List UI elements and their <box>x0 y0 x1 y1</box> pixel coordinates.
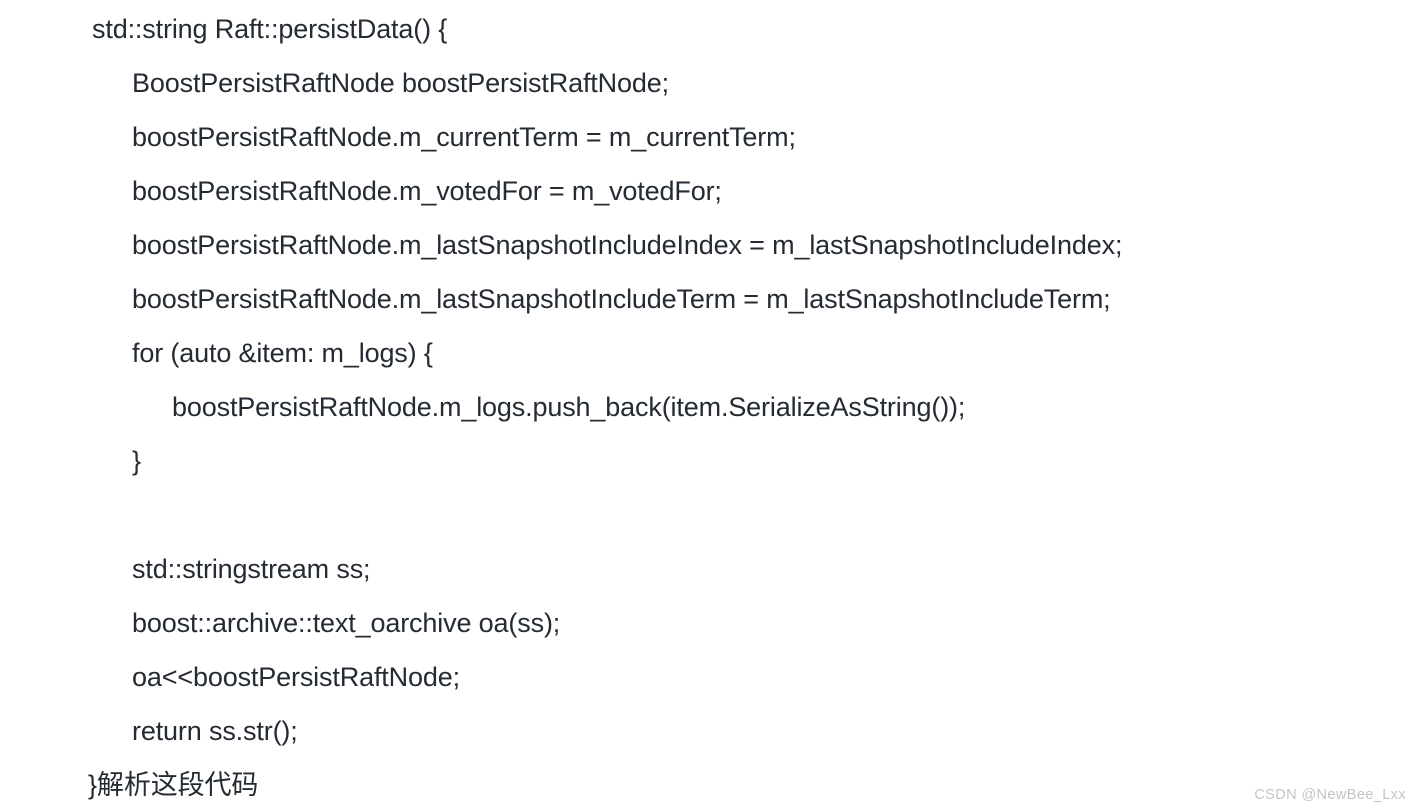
code-line: boostPersistRaftNode.m_currentTerm = m_c… <box>132 122 796 152</box>
code-line: return ss.str(); <box>132 716 298 746</box>
code-line: std::stringstream ss; <box>132 554 371 584</box>
code-line: for (auto &item: m_logs) { <box>132 338 433 368</box>
code-line-blank <box>0 488 1420 542</box>
code-line: boostPersistRaftNode.m_lastSnapshotInclu… <box>132 284 1111 314</box>
user-prompt-line: }解析这段代码 <box>88 770 259 800</box>
code-line: } <box>132 446 141 476</box>
code-block: std::string Raft::persistData() {BoostPe… <box>0 14 1420 746</box>
code-line: boostPersistRaftNode.m_votedFor = m_vote… <box>132 176 722 206</box>
code-line: boostPersistRaftNode.m_lastSnapshotInclu… <box>132 230 1123 260</box>
code-line: oa<<boostPersistRaftNode; <box>132 662 460 692</box>
code-line: BoostPersistRaftNode boostPersistRaftNod… <box>132 68 669 98</box>
code-line: boost::archive::text_oarchive oa(ss); <box>132 608 561 638</box>
csdn-watermark: CSDN @NewBee_Lxx <box>1254 787 1406 803</box>
code-line: boostPersistRaftNode.m_logs.push_back(it… <box>172 392 966 422</box>
code-line: std::string Raft::persistData() { <box>92 14 448 44</box>
